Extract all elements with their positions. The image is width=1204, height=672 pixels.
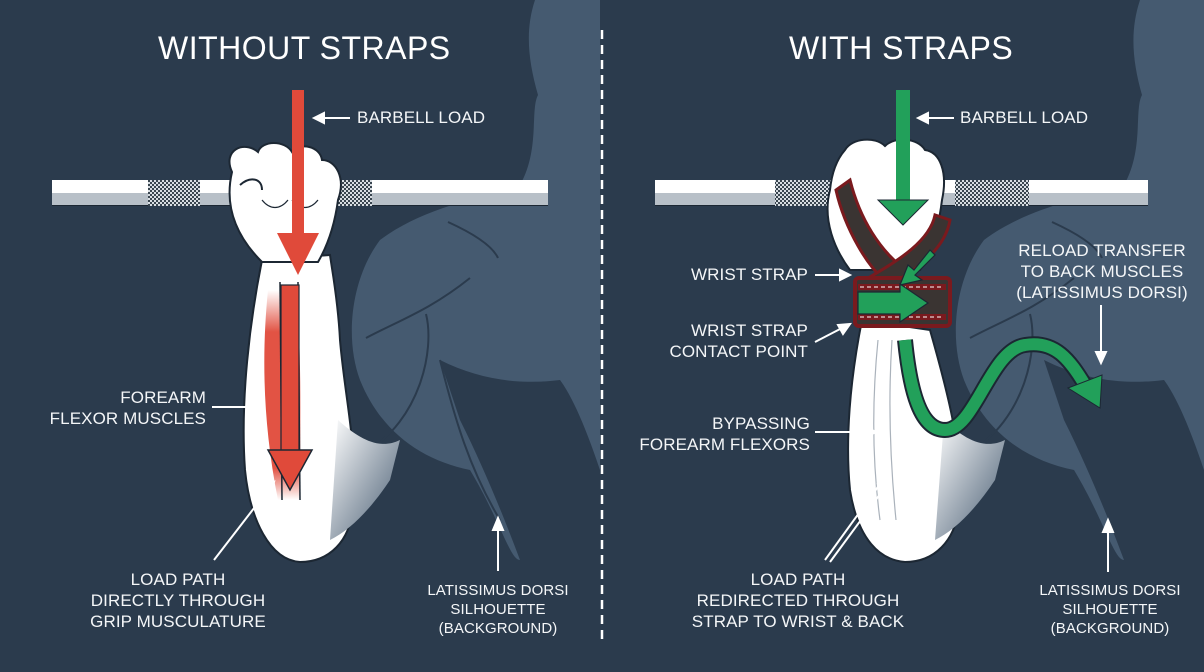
label-line: DIRECTLY THROUGH [90, 591, 266, 610]
right-arm [826, 138, 1005, 564]
label-lat-silhouette-right: LATISSIMUS DORSI SILHOUETTE (BACKGROUND) [1030, 581, 1190, 638]
left-callout-arrows [212, 111, 505, 571]
transfer-arrow [897, 336, 1103, 439]
right-panel-title: WITH STRAPS [789, 30, 1014, 66]
label-line: RELOAD TRANSFER [1018, 241, 1186, 260]
label-line: LOAD PATH [130, 570, 226, 589]
label-line: (BACKGROUND) [438, 620, 558, 637]
left-panel-title: WITHOUT STRAPS [158, 30, 451, 66]
label-load-path-right: LOAD PATH REDIRECTED THROUGH STRAP TO WR… [680, 569, 916, 632]
label-line: BYPASSING [712, 414, 810, 433]
label-load-path-left: LOAD PATH DIRECTLY THROUGH GRIP MUSCULAT… [68, 569, 288, 632]
label-line: SILHOUETTE [450, 601, 546, 618]
label-contact-point: WRIST STRAP CONTACT POINT [640, 320, 808, 362]
label-line: LOAD PATH [750, 570, 846, 589]
label-line: SILHOUETTE [1062, 601, 1158, 618]
label-lat-silhouette-left: LATISSIMUS DORSI SILHOUETTE (BACKGROUND) [418, 581, 578, 638]
label-line: WRIST STRAP [691, 321, 808, 340]
right-lat-silhouette [955, 0, 1204, 560]
label-reload-transfer: RELOAD TRANSFER TO BACK MUSCLES (LATISSI… [1004, 240, 1200, 303]
label-line: TO BACK MUSCLES [1020, 262, 1184, 281]
label-line: LATISSIMUS DORSI [427, 582, 569, 599]
label-line: (LATISSIMUS DORSI) [1016, 283, 1188, 302]
label-bypassing: BYPASSING FOREARM FLEXORS [620, 413, 810, 455]
label-wrist-strap: WRIST STRAP [691, 265, 808, 284]
left-load-arrow [266, 90, 319, 492]
label-line: GRIP MUSCULATURE [90, 612, 266, 631]
right-load-arrow [876, 90, 930, 226]
label-line: (BACKGROUND) [1050, 620, 1170, 637]
label-line: LATISSIMUS DORSI [1039, 582, 1181, 599]
label-barbell-load-right: BARBELL LOAD [960, 108, 1089, 127]
right-callout-arrows [814, 111, 1115, 572]
label-line: CONTACT POINT [669, 342, 808, 361]
left-lat-silhouette [351, 0, 600, 560]
label-line: FOREARM [120, 388, 206, 407]
label-forearm-flexors: FOREARM FLEXOR MUSCLES [40, 387, 206, 429]
label-line: FLEXOR MUSCLES [49, 409, 206, 428]
label-line: FOREARM FLEXORS [639, 435, 810, 454]
label-line: REDIRECTED THROUGH [696, 591, 900, 610]
label-barbell-load-left: BARBELL LOAD [357, 108, 486, 127]
label-line: STRAP TO WRIST & BACK [691, 612, 905, 631]
